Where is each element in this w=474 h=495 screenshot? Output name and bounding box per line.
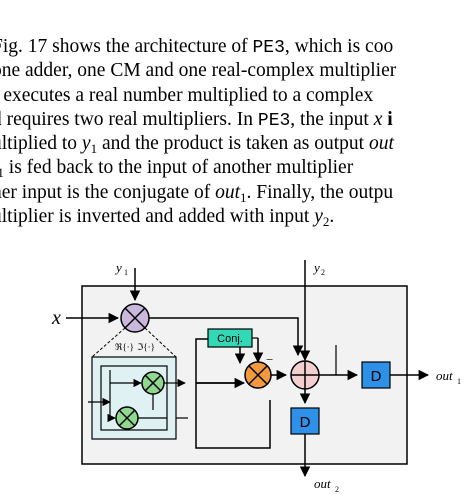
cm-to-adder-line <box>149 317 304 357</box>
text-fragment: and the product is taken as output <box>97 133 369 155</box>
math-var-out: out <box>368 133 394 155</box>
delay-label-2: D <box>300 414 311 431</box>
text-line-4: d requires two real multipliers. In PE3,… <box>0 108 474 132</box>
cm-multiplier <box>120 303 150 333</box>
paragraph-text: Fig. 17 shows the architecture of PE3, w… <box>0 35 474 229</box>
text-fragment: , which is coo <box>284 36 394 57</box>
out2-subscript: 2 <box>335 485 339 494</box>
math-subscript: 2 <box>322 214 330 230</box>
text-line-5: ultiplied to y1 and the product is taken… <box>0 132 474 156</box>
math-subscript: 1 <box>240 189 247 205</box>
main-multiplier <box>244 361 272 389</box>
feedback-loop-bottom <box>195 400 271 449</box>
text-fragment: Fig. 17 shows the architecture of <box>0 36 253 57</box>
y2-input-label: y <box>312 260 320 275</box>
text-fragment: ultiplied to <box>0 133 82 155</box>
math-subscript: 1 <box>0 165 4 181</box>
text-fragment: is fed back to the input of another mult… <box>3 157 354 179</box>
text-fragment: her input is the conjugate of <box>0 181 216 203</box>
text-fragment: . Finally, the outpu <box>246 181 394 203</box>
code-pe3: PE3 <box>252 38 285 58</box>
text-fragment: one adder, one CM and one real-complex m… <box>0 60 397 82</box>
text-line-2: one adder, one CM and one real-complex m… <box>0 59 474 83</box>
imag-part-label: ℑ{·} <box>137 342 155 352</box>
delay-label-1: D <box>371 368 382 385</box>
text-line-3: t executes a real number multiplied to a… <box>0 84 474 108</box>
math-var-y: y <box>314 206 323 228</box>
x-input-label: x <box>51 307 61 329</box>
out2-label: out <box>314 476 331 491</box>
text-line-8: ultiplier is inverted and added with inp… <box>0 205 474 229</box>
real-multiplier-bottom <box>115 406 139 430</box>
minus-sign: − <box>266 352 273 367</box>
real-multiplier-top <box>141 371 165 395</box>
y1-input-subscript: 1 <box>124 268 128 277</box>
math-subscript: 1 <box>90 141 98 157</box>
math-var-x: x <box>373 108 383 130</box>
text-fragment: , the input <box>290 108 374 130</box>
expansion-dashed-line-left <box>91 327 126 358</box>
text-line-6: t1 is fed back to the input of another m… <box>0 156 474 180</box>
text-fragment: ultiplier is inverted and added with inp… <box>0 206 315 228</box>
conj-label: Conj. <box>217 333 243 345</box>
text-fragment: i <box>382 108 393 130</box>
out1-label: out <box>436 368 453 383</box>
y2-input-subscript: 2 <box>321 268 325 277</box>
adder <box>290 360 320 390</box>
text-fragment: . <box>329 206 335 228</box>
text-fragment: executes a real number multiplied to a c… <box>0 84 374 106</box>
text-fragment: d requires two real multipliers. In <box>0 108 258 130</box>
math-var-out: out <box>215 181 241 203</box>
text-line-7: her input is the conjugate of out1. Fina… <box>0 181 474 205</box>
y1-input-label: y <box>114 260 122 275</box>
code-pe3: PE3 <box>257 110 291 131</box>
math-var-y: y <box>81 133 91 155</box>
text-line-1: Fig. 17 shows the architecture of PE3, w… <box>0 35 474 59</box>
expansion-dashed-line-right <box>144 327 177 358</box>
real-part-label: ℜ{·} <box>115 342 134 352</box>
delay-block-1 <box>361 361 391 389</box>
out1-subscript: 1 <box>457 377 461 386</box>
